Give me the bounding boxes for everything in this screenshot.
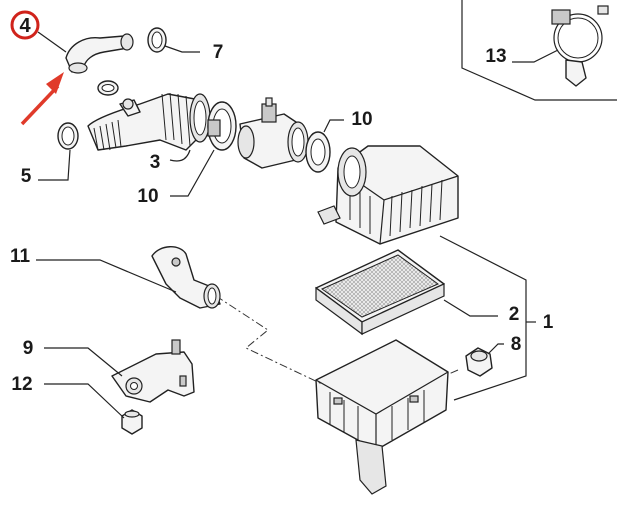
part-11-elbow: [36, 246, 221, 309]
part-9-bracket: [44, 339, 195, 403]
small-clamp: [97, 80, 119, 96]
part-13-clip: [512, 5, 609, 87]
callout-1: 1: [543, 312, 554, 333]
callout-13: 13: [485, 46, 506, 67]
airbox-cover: [317, 145, 459, 245]
callout-2: 2: [509, 304, 520, 325]
callout-10-right: 10: [351, 109, 372, 130]
callout-5: 5: [21, 166, 32, 187]
callout-8: 8: [511, 334, 522, 355]
callout-9: 9: [23, 338, 34, 359]
callout-1-bracket: [439, 235, 536, 401]
highlight-arrow: [20, 72, 64, 126]
part-10-clamp-right: [305, 119, 344, 173]
callout-10-left: 10: [137, 186, 158, 207]
part-7-clamp: [147, 27, 200, 53]
airbox-lower-housing: [315, 339, 449, 495]
part-5-clamp: [38, 122, 79, 181]
callout-7: 7: [213, 42, 224, 63]
part-12-nut: [44, 383, 143, 435]
part-10-clamp-left: [170, 101, 237, 197]
part-8-grommet: [443, 343, 504, 377]
callout-11: 11: [10, 246, 31, 267]
part-2-air-filter: [315, 249, 498, 336]
part-4-hose: [37, 31, 134, 74]
air-flow-sensor: [237, 97, 309, 169]
callout-4: 4: [19, 15, 31, 37]
callout-4-highlight[interactable]: 4: [10, 10, 40, 40]
inset-panel-13: [461, 0, 617, 101]
callout-3: 3: [150, 152, 161, 173]
part-3-duct: [87, 92, 211, 162]
callout-12: 12: [11, 374, 32, 395]
assembly-line-11: [215, 295, 323, 385]
